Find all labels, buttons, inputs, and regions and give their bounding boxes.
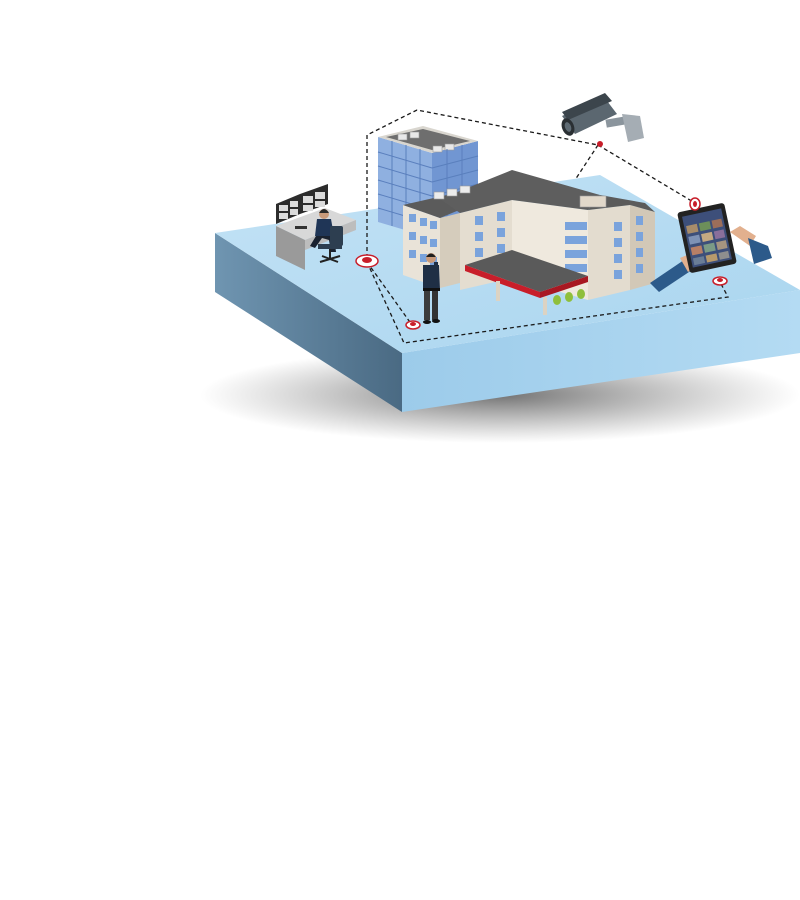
rooftop-unit: [409, 131, 420, 139]
camera-hood: [562, 93, 612, 120]
canopy-pillar: [496, 281, 500, 301]
shrubs: [553, 289, 585, 305]
tablet-camera-feeds: [686, 218, 730, 266]
guard-shoe: [432, 319, 440, 323]
entrance-canopy: [465, 250, 588, 315]
mobile-monitoring-tablet: [650, 203, 772, 292]
desk-front: [276, 226, 305, 270]
rooftop-unit: [446, 188, 458, 197]
canopy-roof: [465, 250, 588, 292]
right-wing-front: [588, 205, 630, 300]
rooftop-unit: [459, 185, 471, 194]
left-hand: [650, 260, 692, 292]
desk-top: [276, 208, 356, 240]
monitor-wall: [276, 184, 328, 224]
right-sleeve: [748, 238, 772, 264]
sensor-node: [712, 276, 728, 286]
camera-housing: [562, 97, 617, 134]
monitoring-station: [276, 184, 356, 270]
perimeter-line-camera-right: [597, 144, 696, 204]
office-chair: [318, 226, 343, 263]
sensor-node: [355, 254, 379, 268]
operator-hair: [319, 209, 329, 213]
platform-left-face: [215, 233, 402, 412]
sensor-node: [689, 197, 701, 211]
perimeter-line-top: [366, 109, 599, 258]
center-block-roof: [440, 170, 600, 213]
operator-legs: [310, 236, 336, 252]
left-wing-side: [440, 213, 460, 288]
guard-shoe: [423, 320, 431, 324]
main-building: [403, 170, 655, 315]
desk-keyboard: [295, 226, 307, 229]
guard-legs-left: [424, 290, 430, 320]
rooftop-unit: [433, 191, 445, 200]
canopy-red-stripe: [465, 265, 540, 298]
rooftop-unit: [397, 133, 408, 141]
center-windows: [475, 212, 587, 272]
rooftop-unit: [444, 143, 455, 151]
guard-belt: [423, 288, 440, 291]
main-rooftop-units: [433, 185, 607, 208]
guard-legs-right: [432, 290, 438, 320]
perimeter-line-camera-down: [574, 144, 599, 181]
sensor-node: [405, 320, 421, 330]
camera-indicator: [597, 141, 603, 147]
operator-torso: [315, 219, 334, 236]
cctv-camera-icon: [561, 93, 644, 147]
perimeter-line-bottom: [366, 261, 730, 344]
camera-lens-glass: [564, 122, 572, 132]
platform-right-face: [402, 290, 800, 412]
camera-mount-plate: [622, 114, 644, 142]
guard-hair: [426, 253, 436, 257]
rooftop-unit: [579, 195, 607, 208]
perimeter-network: [366, 109, 730, 344]
control-room-operator: [310, 209, 336, 252]
camera-mount-arm: [605, 116, 627, 128]
guard-torso: [423, 265, 440, 290]
security-guard: [423, 253, 440, 324]
canopy-pillar: [543, 297, 547, 315]
sensor-nodes: [355, 197, 728, 330]
rooftop-unit: [432, 145, 443, 153]
perimeter-line-sensor-left: [366, 261, 413, 326]
office-rooftop-units: [397, 131, 455, 153]
right-wing-windows: [614, 216, 643, 279]
guard-arm-radio: [434, 262, 438, 271]
canopy-red-stripe-side: [540, 276, 588, 298]
